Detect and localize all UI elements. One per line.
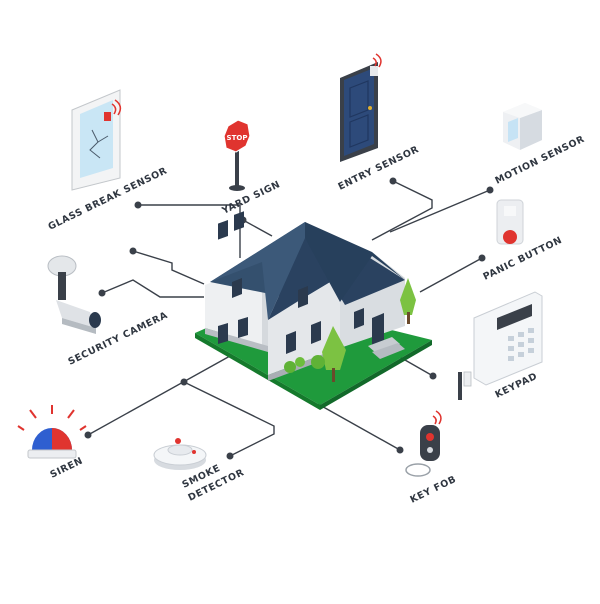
wire-entry-sensor: [371, 180, 433, 241]
glass-break-sensor-icon: [71, 89, 122, 191]
label-key-fob: KEY FOB: [408, 474, 458, 506]
entry-sensor-icon: [340, 53, 382, 162]
motion-sensor-icon: [503, 103, 542, 150]
label-yard-sign: YARD SIGN: [220, 179, 283, 217]
wire-glass-break: [138, 204, 241, 258]
panic-button-icon: [496, 199, 524, 245]
house-icon: [195, 211, 432, 410]
wire-camera-bottom: [101, 279, 204, 298]
stop-sign-text: STOP: [227, 134, 248, 142]
wire-motion-sensor: [389, 189, 491, 233]
wire-smoke-detector: [183, 381, 275, 457]
security-camera-icon: [47, 255, 101, 334]
wire-key-fob: [317, 403, 401, 451]
label-siren: SIREN: [48, 455, 84, 480]
yard-sign-icon: STOP: [223, 119, 251, 191]
wire-siren: [87, 355, 231, 436]
wire-yard-sign: [242, 219, 273, 237]
wire-panic-button: [419, 257, 483, 293]
smoke-detector-icon: [153, 438, 207, 470]
wire-camera-top: [132, 250, 205, 285]
key-fob-icon: [405, 410, 442, 477]
connector-wires: [87, 180, 491, 457]
siren-icon: [17, 405, 87, 459]
keypad-icon: [458, 291, 543, 400]
